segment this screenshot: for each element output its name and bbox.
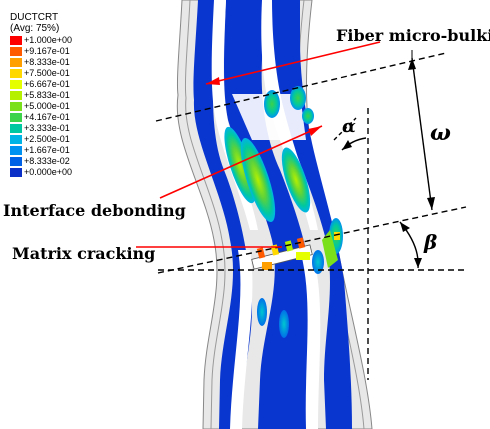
- label-alpha: α: [342, 116, 356, 137]
- legend-value: +7.500e-01: [24, 68, 70, 78]
- specimen-inner-edge: [184, 0, 226, 429]
- legend-entry: +1.000e+00: [10, 35, 110, 45]
- label-omega: ω: [430, 120, 451, 146]
- legend-entry: +4.167e-01: [10, 112, 110, 122]
- leader-interface-arrowhead: [308, 126, 322, 136]
- legend-swatch: [10, 146, 22, 155]
- legend-entry: +1.667e-01: [10, 145, 110, 155]
- legend-swatch: [10, 36, 22, 45]
- legend-swatch: [10, 58, 22, 67]
- legend-entry: +3.333e-01: [10, 123, 110, 133]
- legend-entry: +0.000e+00: [10, 167, 110, 177]
- legend-value: +0.000e+00: [24, 167, 73, 177]
- legend-value: +1.000e+00: [24, 35, 73, 45]
- white-band-upper: [232, 94, 306, 140]
- legend-swatch: [10, 157, 22, 166]
- omega-arrow-bottom: [427, 197, 435, 210]
- legend-swatch: [10, 80, 22, 89]
- kink-band-lower-boundary: [157, 206, 467, 274]
- contour-green-3: [281, 147, 311, 213]
- fiber-direction-line: [333, 117, 357, 141]
- label-fiber-microbuckling: Fiber micro-bulking: [336, 26, 490, 45]
- legend-value: +3.333e-01: [24, 123, 70, 133]
- contour-light-1: [257, 298, 267, 326]
- legend-value: +8.333e-01: [24, 57, 70, 67]
- legend-value: +6.667e-01: [24, 79, 70, 89]
- legend-swatch: [10, 69, 22, 78]
- legend-entry: +7.500e-01: [10, 68, 110, 78]
- matrix-crack-zone: [251, 230, 340, 270]
- legend-swatch: [10, 47, 22, 56]
- omega-arrow-top: [408, 58, 416, 70]
- contour-light-3: [312, 250, 324, 274]
- legend-entry: +2.500e-01: [10, 134, 110, 144]
- contour-cyan-1: [264, 90, 280, 118]
- legend-value: +1.667e-01: [24, 145, 70, 155]
- legend-entry: +5.833e-01: [10, 90, 110, 100]
- contour-cyan-2: [290, 86, 306, 110]
- legend-entry: +5.000e-01: [10, 101, 110, 111]
- leader-fiber-microbuckling: [205, 41, 381, 85]
- fiber-layer-1: [193, 0, 253, 429]
- legend-subtitle: (Avg: 75%): [10, 23, 60, 34]
- label-interface-debonding: Interface debonding: [3, 201, 186, 220]
- legend-swatch: [10, 135, 22, 144]
- legend-swatch: [10, 168, 22, 177]
- legend-value: +5.833e-01: [24, 90, 70, 100]
- contour-cyan-3: [302, 108, 314, 124]
- omega-dimension-line: [411, 57, 433, 211]
- legend-swatch: [10, 113, 22, 122]
- legend-value: +2.500e-01: [24, 134, 70, 144]
- leader-interface-debonding: [159, 125, 323, 199]
- legend-title: DUCTCRT: [10, 12, 59, 23]
- legend-entry: +6.667e-01: [10, 79, 110, 89]
- legend-value: +4.167e-01: [24, 112, 70, 122]
- legend-entry: +8.333e-02: [10, 156, 110, 166]
- legend-swatch: [10, 102, 22, 111]
- legend-value: +8.333e-02: [24, 156, 70, 166]
- white-gap-4: [300, 250, 321, 429]
- legend-value: +5.000e-01: [24, 101, 70, 111]
- white-gap-1: [211, 0, 258, 230]
- legend-swatch: [10, 91, 22, 100]
- beta-arrow-bottom: [414, 258, 422, 268]
- white-gap-3: [230, 250, 253, 429]
- legend-entry: +9.167e-01: [10, 46, 110, 56]
- legend-value: +9.167e-01: [24, 46, 70, 56]
- leader-fiber-arrowhead: [206, 77, 220, 85]
- contour-light-2: [279, 310, 289, 338]
- color-legend: DUCTCRT (Avg: 75%) +1.000e+00+9.167e-01+…: [10, 12, 112, 182]
- legend-entry: +8.333e-01: [10, 57, 110, 67]
- beta-arrow-top: [400, 222, 410, 232]
- alpha-arrow: [342, 140, 352, 150]
- legend-swatch: [10, 124, 22, 133]
- label-matrix-cracking: Matrix cracking: [12, 244, 156, 263]
- label-beta: β: [424, 230, 438, 254]
